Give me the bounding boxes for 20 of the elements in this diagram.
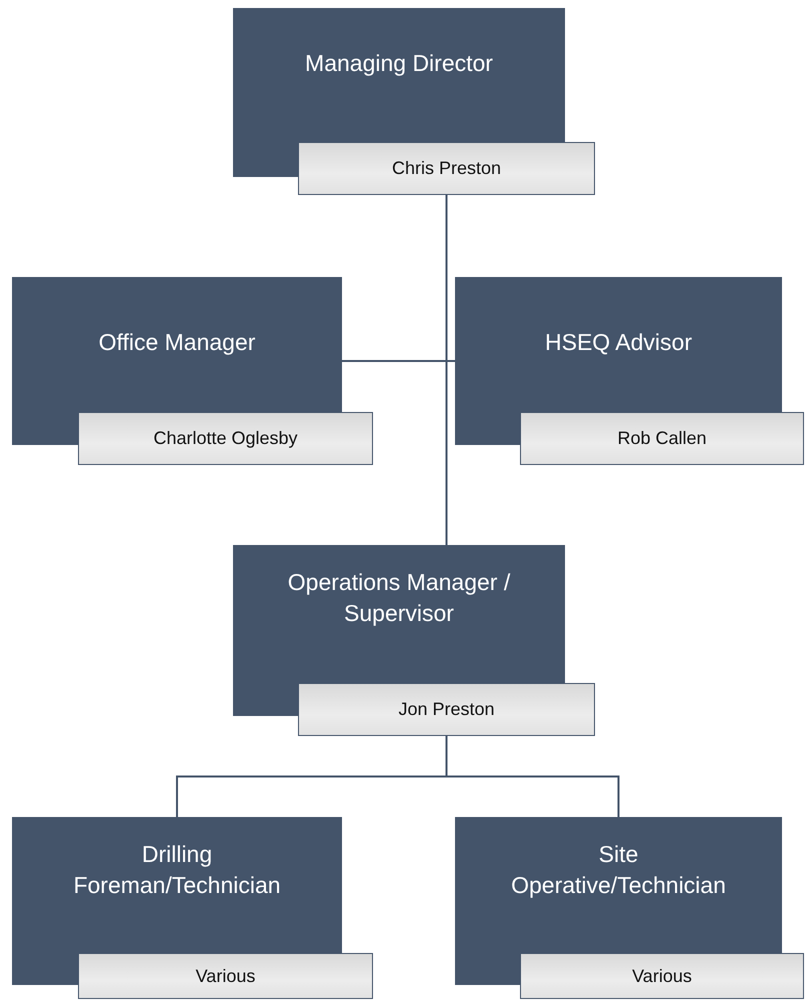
name-tab: Jon Preston [298, 683, 595, 736]
role-card [233, 8, 595, 195]
role-title: HSEQ Advisor [545, 328, 692, 357]
connector-line [446, 195, 448, 545]
role-title: Managing Director [305, 49, 493, 78]
name-tab: Various [78, 953, 373, 999]
role-title: Office Manager [98, 328, 256, 357]
role-card [455, 277, 804, 465]
role-card [12, 277, 373, 465]
name-tab: Various [520, 953, 804, 999]
role-title: Operations Manager / Supervisor [286, 568, 512, 628]
name-tab: Chris Preston [298, 142, 595, 195]
role-title: Site Operative/Technician [510, 840, 727, 900]
role-card [233, 545, 595, 736]
role-card [12, 817, 373, 999]
name-tab: Rob Callen [520, 412, 804, 465]
connector-line [446, 736, 620, 817]
name-tab: Charlotte Oglesby [78, 412, 373, 465]
role-card [455, 817, 804, 999]
role-title: Drilling Foreman/Technician [72, 840, 282, 900]
